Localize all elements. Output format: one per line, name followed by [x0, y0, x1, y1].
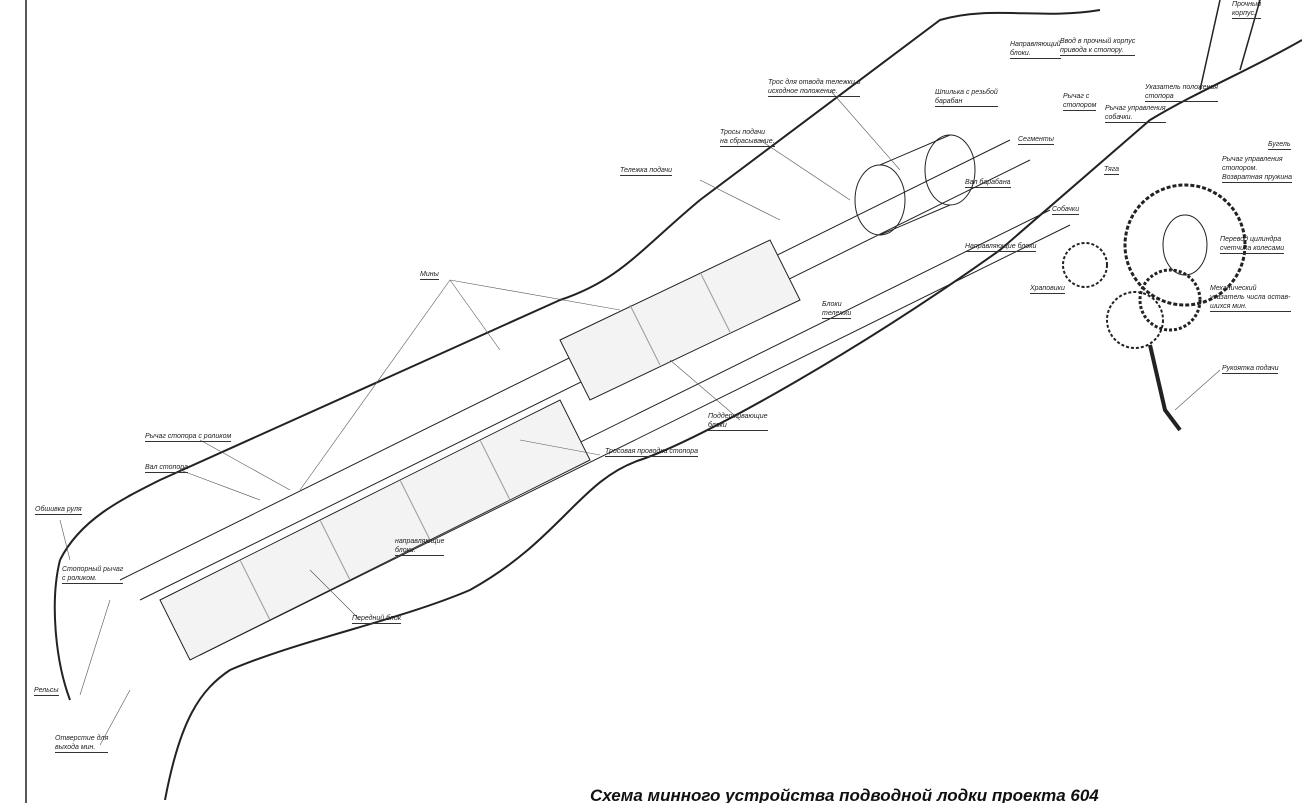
- feed-handle-crank: [1148, 344, 1182, 432]
- label-front-block: Передний блок: [352, 615, 402, 624]
- label-guide-blocks-mid: Направляющие блоки: [965, 243, 1037, 252]
- label-stopper-cable: Тросовая проводка стопора: [605, 448, 699, 457]
- drum: [854, 134, 976, 236]
- label-feed-cart: Тележка подачи: [620, 167, 672, 176]
- label-ratchets: Храповики: [1030, 285, 1065, 294]
- label-segments: Сегменты: [1018, 136, 1054, 145]
- gears: [1062, 183, 1247, 432]
- label-rails: Рельсы: [34, 687, 59, 696]
- label-bugel: Бугель: [1268, 141, 1291, 150]
- mines-cylinders: [159, 239, 801, 661]
- leader-lines: [59, 89, 1221, 746]
- label-mines: Мины: [420, 271, 439, 280]
- outer-casing-top: [59, 9, 1101, 561]
- pressure-hull: [1199, 0, 1261, 91]
- label-stopper-roller-lever: Рычаг стопора с роликом: [145, 433, 232, 442]
- outer-casing-bottom: [53, 39, 1302, 801]
- label-rod: Тяга: [1104, 166, 1120, 175]
- diagram-caption: Схема минного устройства подводной лодки…: [590, 786, 1099, 803]
- label-pawls: Собачки: [1052, 206, 1080, 215]
- label-stopper-shaft: Вал стопора: [145, 464, 189, 473]
- label-drum-shaft: Вал барабана: [965, 179, 1011, 188]
- mine-tube-rails: [119, 139, 1071, 656]
- label-feed-handle: Рукоятка подачи: [1222, 365, 1279, 374]
- label-rudder-skin: Обшивка руля: [35, 506, 82, 515]
